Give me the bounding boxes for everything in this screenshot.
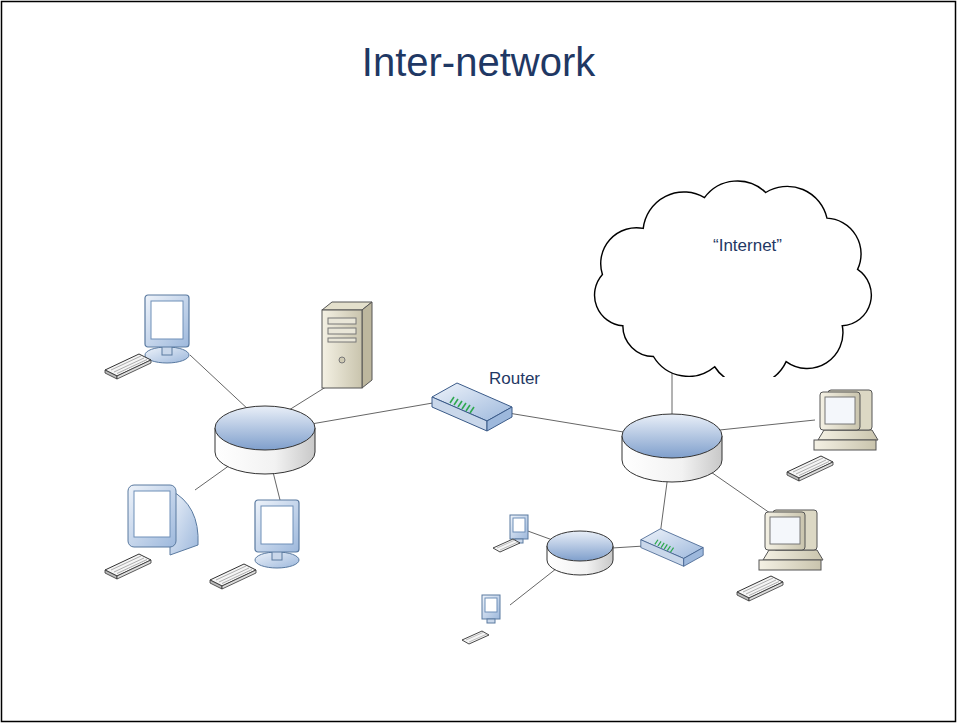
device-label: Router xyxy=(489,369,540,389)
imac-monitor xyxy=(128,485,198,555)
cloud-label: “Internet” xyxy=(713,236,782,256)
cloud-outline xyxy=(582,172,878,377)
internet-cloud: “Internet” xyxy=(582,172,878,377)
slide-title: Inter-network xyxy=(0,40,957,85)
server-tower xyxy=(322,302,372,388)
